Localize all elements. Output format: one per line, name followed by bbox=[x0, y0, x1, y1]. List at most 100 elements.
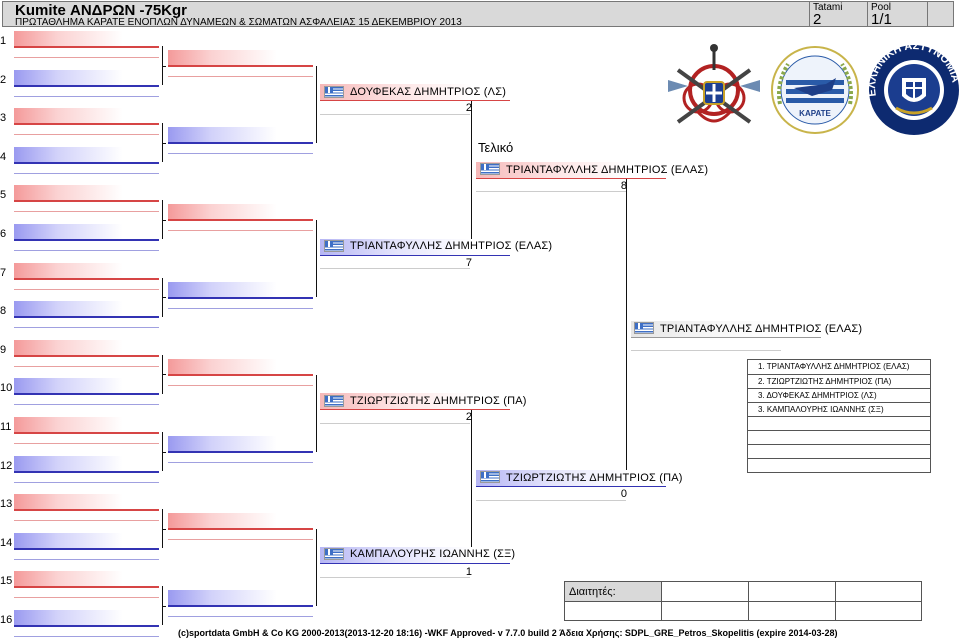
semifinal-bar-4 bbox=[320, 547, 510, 564]
round2-underline bbox=[168, 307, 313, 309]
round1-slot bbox=[14, 185, 159, 203]
semifinal-score-4: 1 bbox=[465, 566, 472, 578]
copyright-footer: (c)sportdata GmbH & Co KG 2000-2013(2013… bbox=[178, 628, 838, 638]
round1-slot bbox=[14, 378, 159, 396]
round1-slot bbox=[14, 610, 159, 627]
semifinal-score-2: 7 bbox=[465, 257, 472, 269]
round1-slot bbox=[14, 532, 159, 550]
result-row-5 bbox=[748, 416, 930, 430]
semifinal-name-1: ΔΟΥΦΕΚΑΣ ΔΗΜΗΤΡΙΟΣ (ΛΣ) bbox=[350, 86, 507, 98]
winner-bar bbox=[631, 321, 821, 338]
slot-number: 13 bbox=[0, 498, 13, 511]
slot-number: 14 bbox=[0, 536, 13, 549]
round2-underline bbox=[168, 153, 313, 155]
round1-underline bbox=[14, 172, 159, 174]
round2-connector bbox=[316, 529, 317, 607]
round1-underline bbox=[14, 636, 159, 637]
semifinal-name-4: ΚΑΜΠΑΛΟΥΡΗΣ ΙΩΑΝΝΗΣ (ΣΞ) bbox=[350, 548, 516, 560]
final-score-2: 0 bbox=[620, 488, 627, 500]
underline bbox=[320, 423, 470, 424]
winner-name: ΤΡΙΑΝΤΑΦΥΛΛΗΣ ΔΗΜΗΤΡΙΟΣ (ΕΛΑΣ) bbox=[660, 323, 863, 335]
slot-number: 8 bbox=[0, 305, 7, 318]
pool-value: 1/1 bbox=[871, 11, 892, 28]
round1-underline bbox=[14, 288, 159, 290]
round2-connector bbox=[316, 374, 317, 452]
semifinal-name-3: ΤΖΙΩΡΤΖΙΩΤΗΣ ΔΗΜΗΤΡΙΟΣ (ΠΑ) bbox=[350, 395, 527, 407]
karate-federation-logo-icon: ΚΑΡΑΤΕ bbox=[771, 46, 859, 134]
final-bar-2 bbox=[476, 470, 666, 487]
round1-slot bbox=[14, 146, 159, 164]
underline bbox=[320, 114, 470, 115]
round1-underline bbox=[14, 597, 159, 599]
round1-underline bbox=[14, 327, 159, 329]
round1-underline bbox=[14, 134, 159, 136]
round1-slot bbox=[14, 301, 159, 319]
round2-slot bbox=[168, 204, 313, 222]
round1-underline bbox=[14, 558, 159, 560]
slot-number: 9 bbox=[0, 343, 7, 356]
final-label: Τελικό bbox=[478, 140, 514, 155]
round1-connector-tick bbox=[162, 605, 166, 607]
semifinal-bar-3 bbox=[320, 393, 510, 410]
event-subtitle: ΠΡΩΤΑΘΛΗΜΑ ΚΑΡΑΤΕ ΕΝΟΠΛΩΝ ΔΥΝΑΜΕΩΝ & ΣΩΜ… bbox=[15, 17, 462, 28]
semifinal-score-3: 2 bbox=[465, 411, 472, 423]
slot-number: 6 bbox=[0, 228, 7, 240]
round2-underline bbox=[168, 539, 313, 541]
greek-flag-icon bbox=[480, 163, 500, 175]
round1-slot bbox=[14, 571, 159, 589]
result-row-7 bbox=[748, 444, 930, 458]
round1-connector-tick bbox=[162, 528, 166, 530]
pool-label: Pool bbox=[871, 2, 892, 13]
slot-number: 15 bbox=[0, 575, 13, 588]
result-row-8 bbox=[748, 458, 930, 472]
round2-slot bbox=[168, 50, 313, 67]
greek-flag-icon bbox=[634, 322, 654, 334]
header-bar: Kumite ΑΝΔΡΩΝ -75Kgr ΠΡΩΤΑΘΛΗΜΑ ΚΑΡΑΤΕ Ε… bbox=[2, 1, 954, 28]
logo2-text: ΚΑΡΑΤΕ bbox=[799, 109, 831, 118]
tatami-value: 2 bbox=[813, 11, 822, 28]
hellenic-police-logo-icon: ΕΛΛΗΝΙΚΗ ΑΣΤΥΝΟΜΙΑ bbox=[866, 40, 960, 135]
round2-underline bbox=[168, 462, 313, 463]
round2-underline bbox=[168, 384, 313, 386]
underline bbox=[631, 350, 781, 351]
round1-connector-tick bbox=[162, 219, 166, 221]
round1-underline bbox=[14, 443, 159, 444]
slot-number: 1 bbox=[0, 35, 7, 47]
round2-slot bbox=[168, 127, 313, 145]
slot-number: 11 bbox=[0, 421, 12, 433]
round2-connector bbox=[316, 66, 317, 143]
round1-underline bbox=[14, 481, 159, 483]
underline bbox=[476, 500, 626, 501]
round1-connector-tick bbox=[162, 142, 166, 144]
tatami-label: Tatami bbox=[813, 2, 843, 13]
round2-underline bbox=[168, 230, 313, 232]
underline bbox=[320, 268, 470, 269]
round2-connector bbox=[316, 220, 317, 298]
tatami-cell: Tatami 2 bbox=[809, 2, 864, 28]
result-row-3: 3. ΔΟΥΦΕΚΑΣ ΔΗΜΗΤΡΙΟΣ (ΛΣ) bbox=[748, 388, 930, 402]
greek-flag-icon bbox=[324, 395, 344, 407]
referee-divider bbox=[565, 601, 921, 602]
round1-slot bbox=[14, 69, 159, 87]
round1-underline bbox=[14, 365, 159, 367]
semifinal-bar-1 bbox=[320, 84, 510, 101]
round1-underline bbox=[14, 57, 159, 58]
slot-number: 7 bbox=[0, 266, 7, 279]
slot-number: 12 bbox=[0, 459, 13, 472]
round1-slot bbox=[14, 455, 159, 473]
slot-number: 4 bbox=[0, 150, 7, 163]
round1-connector-tick bbox=[162, 451, 166, 453]
round1-underline bbox=[14, 95, 159, 97]
header-empty-cell bbox=[927, 2, 954, 26]
underline bbox=[320, 577, 470, 578]
round2-slot bbox=[168, 513, 313, 531]
slot-number: 16 bbox=[0, 614, 13, 626]
final-connector bbox=[626, 178, 627, 487]
slot-number: 3 bbox=[0, 112, 7, 125]
round1-underline bbox=[14, 211, 159, 213]
round1-slot bbox=[14, 494, 159, 512]
semifinal-name-2: ΤΡΙΑΝΤΑΦΥΛΛΗΣ ΔΗΜΗΤΡΙΟΣ (ΕΛΑΣ) bbox=[350, 240, 553, 252]
round1-underline bbox=[14, 250, 159, 251]
result-row-2: 2. ΤΖΙΩΡΤΖΙΩΤΗΣ ΔΗΜΗΤΡΙΟΣ (ΠΑ) bbox=[748, 374, 930, 388]
slot-number: 5 bbox=[0, 189, 7, 202]
